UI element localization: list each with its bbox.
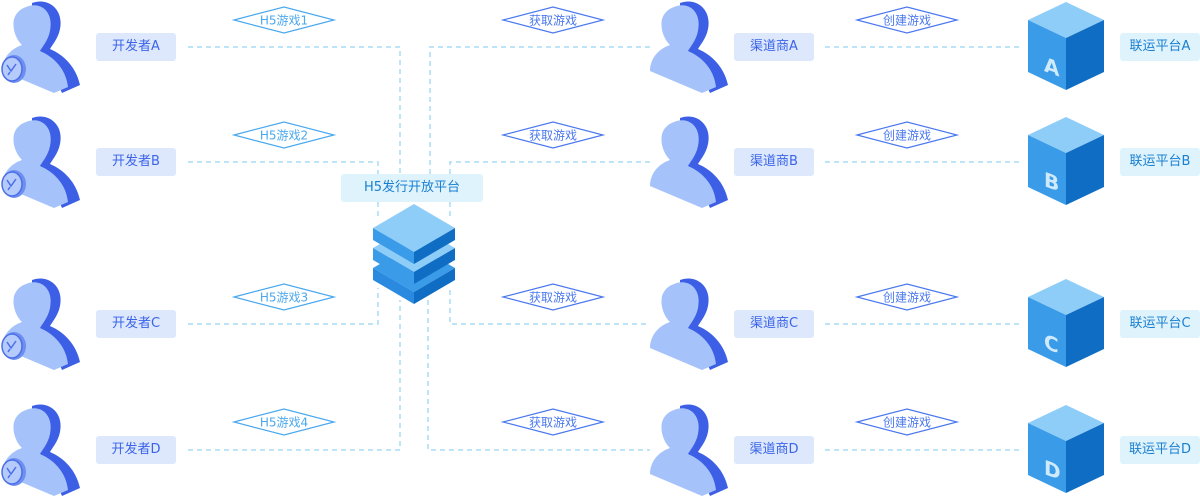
create-game-diamond-3: 创建游戏 — [854, 283, 960, 311]
developer-user-icon — [1, 116, 80, 208]
get-game-diamond-1: 获取游戏 — [500, 6, 606, 34]
platform-cube-icon: A — [1028, 2, 1104, 90]
platform-title: H5发行开放平台 — [341, 174, 483, 202]
cube-letter: A — [1044, 53, 1059, 82]
diamond-label: H5游戏4 — [260, 416, 308, 430]
connector-dev-d — [188, 300, 401, 451]
developer-user-icon — [1, 278, 80, 370]
channel-user-icon — [650, 278, 728, 370]
diamond-label: H5游戏3 — [260, 291, 308, 305]
connector-ch-c — [449, 290, 650, 325]
game-diamond-1: H5游戏1 — [231, 6, 337, 34]
diamond-label: H5游戏1 — [260, 14, 308, 28]
connector-ch-d — [427, 300, 650, 451]
layer-stack-icon — [373, 204, 455, 304]
diamond-label: H5游戏2 — [260, 129, 308, 143]
connector-dev-b — [188, 161, 379, 174]
get-game-diamond-2: 获取游戏 — [500, 121, 606, 149]
diamond-shape — [231, 408, 337, 436]
diamond-shape — [500, 408, 606, 436]
connector-dev-c — [188, 288, 379, 325]
connector-ch-b — [449, 161, 650, 174]
channel-b-label: 渠道商B — [734, 148, 814, 176]
developer-user-icon — [1, 1, 80, 93]
diamond-label: 获取游戏 — [529, 291, 577, 305]
get-game-diamond-3: 获取游戏 — [500, 283, 606, 311]
cube-letter: C — [1044, 330, 1059, 359]
channel-user-icon — [650, 1, 728, 93]
diamond-label: 获取游戏 — [529, 14, 577, 28]
get-game-diamond-4: 获取游戏 — [500, 408, 606, 436]
developer-user-icon — [1, 404, 80, 496]
game-diamond-3: H5游戏3 — [231, 283, 337, 311]
channel-a-label: 渠道商A — [734, 33, 814, 61]
diamond-shape — [854, 408, 960, 436]
developer-d-label: 开发者D — [96, 436, 176, 464]
platform-b-label: 联运平台B — [1120, 148, 1200, 176]
create-game-diamond-1: 创建游戏 — [854, 6, 960, 34]
create-game-diamond-2: 创建游戏 — [854, 121, 960, 149]
diamond-shape — [231, 6, 337, 34]
developer-c-label: 开发者C — [96, 310, 176, 338]
diamond-label: 创建游戏 — [883, 416, 931, 430]
diamond-shape — [231, 121, 337, 149]
developer-a-label: 开发者A — [96, 33, 176, 61]
platform-a-label: 联运平台A — [1120, 33, 1200, 61]
channel-d-label: 渠道商D — [734, 436, 814, 464]
diamond-label: 创建游戏 — [883, 129, 931, 143]
channel-user-icon — [650, 116, 728, 208]
channel-c-label: 渠道商C — [734, 310, 814, 338]
diamond-shape — [231, 283, 337, 311]
create-game-diamond-4: 创建游戏 — [854, 408, 960, 436]
diamond-shape — [500, 6, 606, 34]
game-diamond-4: H5游戏4 — [231, 408, 337, 436]
diamond-label: 创建游戏 — [883, 291, 931, 305]
platform-cube-icon: C — [1028, 279, 1104, 367]
cube-letter: D — [1044, 456, 1061, 485]
diamond-shape — [854, 121, 960, 149]
diamond-shape — [500, 121, 606, 149]
connector-ch-a — [429, 46, 650, 174]
diamond-shape — [854, 283, 960, 311]
connector-dev-a — [188, 46, 401, 174]
channel-user-icon — [650, 404, 728, 496]
platform-d-label: 联运平台D — [1120, 436, 1200, 464]
platform-cube-icon: B — [1028, 117, 1104, 205]
diamond-label: 获取游戏 — [529, 129, 577, 143]
developer-b-label: 开发者B — [96, 148, 176, 176]
diamond-label: 创建游戏 — [883, 14, 931, 28]
game-diamond-2: H5游戏2 — [231, 121, 337, 149]
platform-cube-icon: D — [1028, 405, 1104, 493]
diamond-shape — [500, 283, 606, 311]
platform-c-label: 联运平台C — [1120, 310, 1200, 338]
diamond-label: 获取游戏 — [529, 416, 577, 430]
cube-letter: B — [1044, 168, 1059, 197]
diamond-shape — [854, 6, 960, 34]
